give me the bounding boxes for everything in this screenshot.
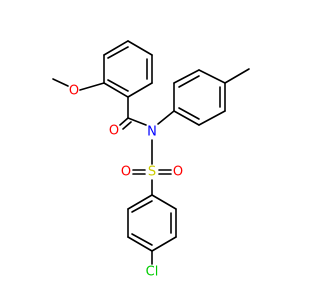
bond — [122, 121, 132, 130]
sulfonyl-oxygen-left-label: O — [121, 165, 131, 180]
bond — [52, 78, 69, 87]
bond — [157, 110, 175, 125]
bond — [178, 107, 200, 120]
bond — [173, 110, 200, 126]
sulfonyl-oxygen-right-label: O — [173, 165, 183, 180]
bond — [107, 46, 129, 59]
bond — [103, 40, 129, 56]
bond — [151, 236, 177, 252]
bond — [107, 79, 129, 92]
bond — [119, 117, 129, 126]
molecule-canvas: O O N S O O Cl — [0, 0, 300, 300]
background — [0, 0, 300, 300]
atom-labels: O O N S O O Cl — [69, 84, 183, 280]
bond — [79, 82, 105, 91]
bond — [127, 40, 153, 56]
carbonyl-oxygen-label: O — [109, 124, 119, 139]
molecule-structure: O O N S O O Cl — [0, 0, 300, 300]
chlorine-label: Cl — [146, 265, 159, 280]
bond — [127, 117, 147, 126]
bond — [127, 82, 153, 98]
bond — [151, 194, 177, 210]
bonds — [52, 40, 250, 265]
bond — [131, 200, 153, 213]
bond — [127, 194, 153, 210]
bond — [198, 69, 226, 84]
bond — [127, 236, 153, 252]
bond — [131, 233, 153, 246]
bond — [224, 68, 250, 84]
methoxy-oxygen-label: O — [69, 84, 79, 99]
bond — [178, 75, 200, 88]
bond — [173, 69, 200, 84]
bond — [198, 110, 226, 126]
sulfur-label: S — [148, 165, 156, 180]
amide-nitrogen-label: N — [147, 125, 157, 140]
bond — [103, 82, 129, 98]
